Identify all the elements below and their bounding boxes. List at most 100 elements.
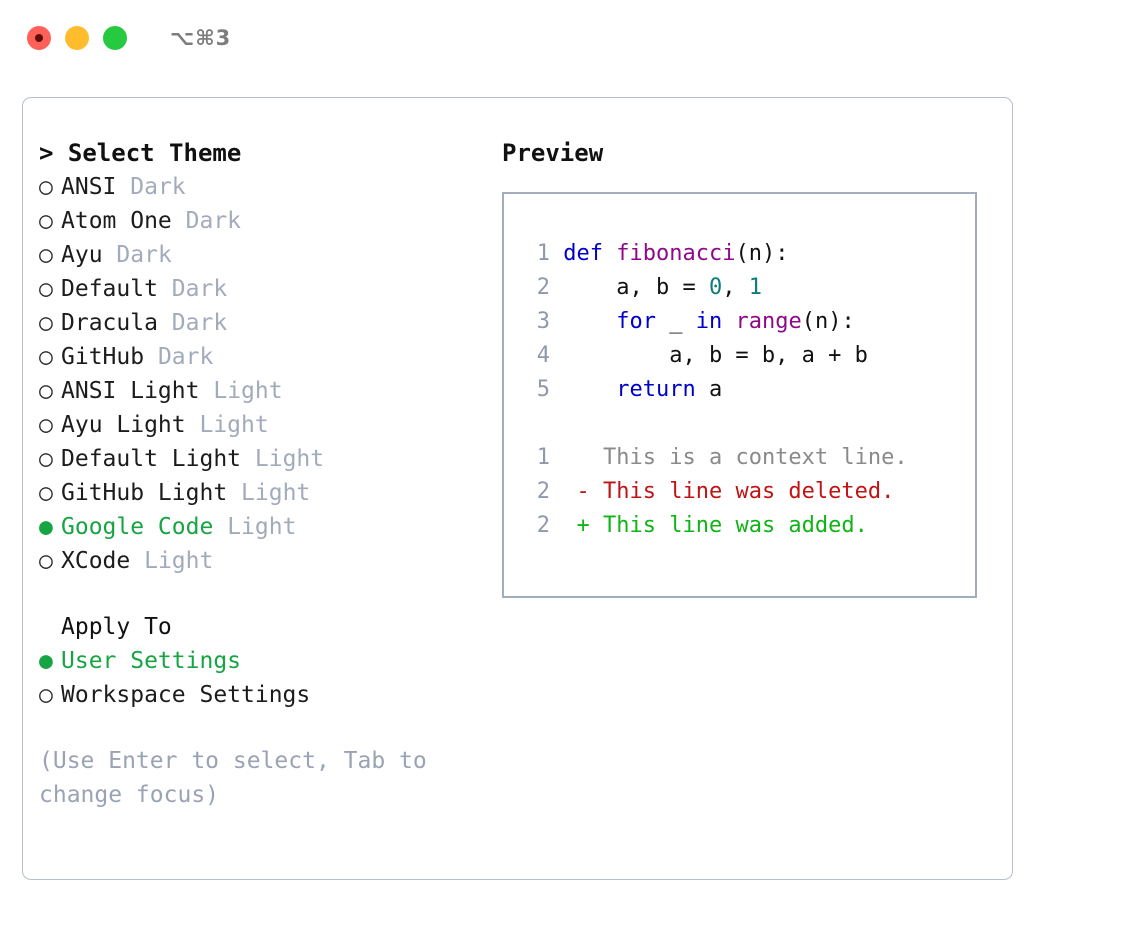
code-token: return — [563, 377, 709, 402]
radio-unselected-icon: ○ — [39, 480, 53, 506]
spacer — [213, 514, 227, 540]
theme-list-item[interactable]: ○ GitHub Light Light — [39, 476, 479, 510]
diff-sign: + — [576, 513, 590, 538]
code-token: , — [722, 275, 749, 300]
spacer — [103, 242, 117, 268]
spacer — [241, 446, 255, 472]
line-number: 2 — [536, 513, 550, 538]
line-number: 5 — [536, 377, 550, 402]
spacer — [172, 208, 186, 234]
theme-selector-panel: > Select Theme ○ANSI Dark○Atom One Dark○… — [22, 97, 1013, 880]
theme-list-item[interactable]: ○ANSI Dark — [39, 170, 479, 204]
diff-sign: - — [576, 479, 590, 504]
code-line: 5 return a — [524, 373, 975, 407]
line-number: 2 — [536, 479, 550, 504]
code-token: (n): — [801, 309, 855, 334]
line-number: 3 — [536, 309, 550, 334]
gutter-gap — [550, 479, 577, 504]
theme-list-item[interactable]: ○ GitHub Dark — [39, 340, 479, 374]
maximize-button[interactable] — [103, 26, 127, 50]
theme-category-label: Dark — [116, 242, 172, 268]
apply-to-option-label: User Settings — [61, 648, 242, 674]
radio-unselected-icon: ○ — [39, 310, 53, 336]
spacer — [130, 548, 144, 574]
code-token: in — [695, 309, 736, 334]
theme-list-item[interactable]: ●Google Code Light — [39, 510, 479, 544]
theme-list-item[interactable]: ○Dracula Dark — [39, 306, 479, 340]
spacer — [227, 480, 241, 506]
code-token: fibonacci — [616, 241, 736, 266]
code-line: 1 def fibonacci(n): — [524, 237, 975, 271]
close-button[interactable] — [27, 26, 51, 50]
radio-unselected-icon: ○ — [39, 344, 53, 370]
code-line: 4 a, b = b, a + b — [524, 339, 975, 373]
gutter-gap — [550, 445, 577, 470]
code-token: def — [563, 241, 617, 266]
theme-category-label: Light — [241, 480, 311, 506]
diff-line: 2 + This line was added. — [524, 509, 975, 543]
spacer — [590, 513, 603, 538]
apply-to-list: ●User Settings○Workspace Settings — [39, 644, 479, 712]
code-line: 2 a, b = 0, 1 — [524, 271, 975, 305]
code-token: (n): — [735, 241, 789, 266]
line-number: 2 — [536, 275, 550, 300]
theme-list-item[interactable]: ○Ayu Dark — [39, 238, 479, 272]
spacer — [158, 310, 172, 336]
theme-name: Default Light — [61, 446, 242, 472]
title-bar: ⌥⌘3 — [0, 0, 1140, 78]
gutter-gap — [550, 343, 563, 368]
theme-category-label: Light — [227, 514, 297, 540]
code-token: 1 — [748, 275, 762, 300]
theme-name: ANSI — [61, 174, 117, 200]
diff-sign — [577, 445, 590, 470]
spacer — [199, 378, 213, 404]
code-token: _ — [669, 309, 696, 334]
code-line: 3 for _ in range(n): — [524, 305, 975, 339]
code-token: for — [563, 309, 670, 334]
radio-unselected-icon: ○ — [39, 412, 53, 438]
theme-name: Ayu — [61, 242, 103, 268]
radio-unselected-icon: ○ — [39, 276, 53, 302]
traffic-light-buttons — [27, 26, 127, 50]
radio-unselected-icon: ○ — [39, 548, 53, 574]
apply-to-option[interactable]: ●User Settings — [39, 644, 479, 678]
theme-list-item[interactable]: ○ ANSI Light Light — [39, 374, 479, 408]
spacer — [186, 412, 200, 438]
diff-text: This is a context line. — [603, 445, 908, 470]
spacer — [158, 276, 172, 302]
diff-text: This line was deleted. — [603, 479, 895, 504]
spacer — [590, 445, 603, 470]
minimize-button[interactable] — [65, 26, 89, 50]
theme-name: GitHub — [61, 344, 145, 370]
theme-category-label: Dark — [171, 276, 228, 302]
theme-list-item[interactable]: ○Atom One Dark — [39, 204, 479, 238]
theme-category-label: Light — [254, 446, 325, 472]
theme-list-item[interactable]: ○ Default Dark — [39, 272, 479, 306]
theme-category-label: Light — [144, 548, 214, 574]
theme-picker-column: > Select Theme ○ANSI Dark○Atom One Dark○… — [39, 136, 479, 812]
theme-category-label: Dark — [157, 344, 214, 370]
theme-name: Default — [61, 276, 158, 302]
theme-list-item[interactable]: ○ XCode Light — [39, 544, 479, 578]
theme-list-item[interactable]: ○ Ayu Light Light — [39, 408, 479, 442]
theme-category-label: Dark — [185, 208, 242, 234]
theme-list-item[interactable]: ○Default Light Light — [39, 442, 479, 476]
apply-to-option[interactable]: ○Workspace Settings — [39, 678, 479, 712]
apply-to-header: Apply To — [61, 614, 172, 640]
theme-name: GitHub Light — [61, 480, 228, 506]
theme-name: XCode — [61, 548, 131, 574]
radio-unselected-icon: ○ — [39, 378, 53, 404]
code-token: a, b = b, a + b — [563, 343, 868, 368]
theme-name: ANSI Light — [61, 378, 200, 404]
keyboard-hint-text: (Use Enter to select, Tab to change focu… — [39, 748, 441, 808]
theme-category-label: Light — [199, 412, 269, 438]
theme-category-label: Dark — [130, 174, 186, 200]
diff-line: 1 This is a context line. — [524, 441, 975, 475]
theme-name: Ayu Light — [61, 412, 186, 438]
theme-category-label: Light — [213, 378, 283, 404]
diff-text: This line was added. — [603, 513, 868, 538]
code-token: a — [708, 377, 723, 402]
gutter-gap — [550, 241, 563, 266]
